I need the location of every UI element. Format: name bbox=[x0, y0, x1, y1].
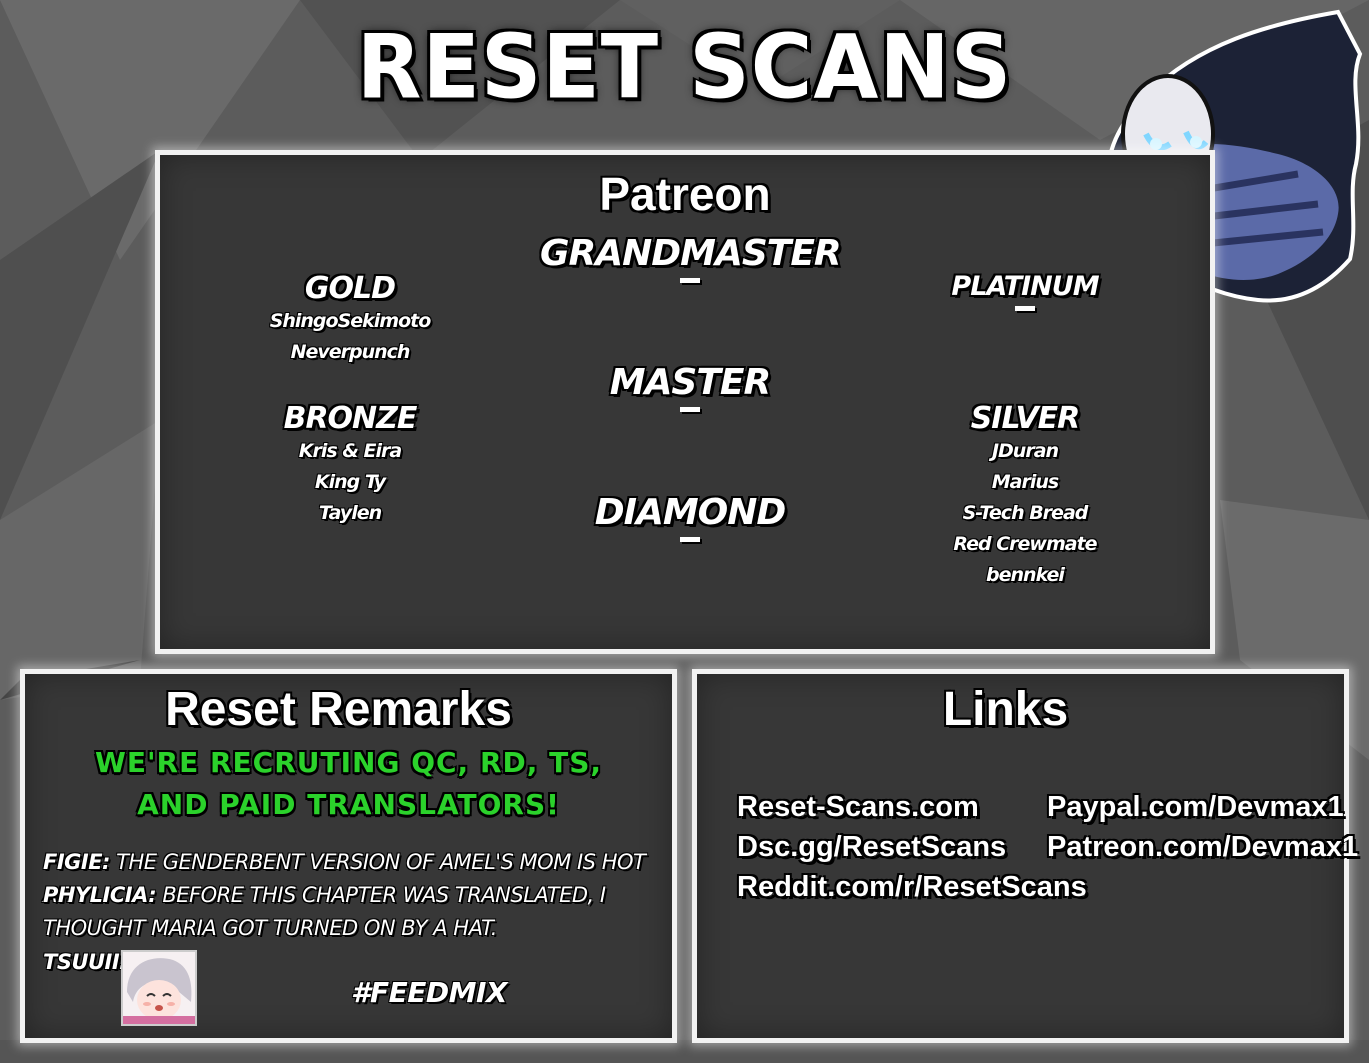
link-patreon[interactable]: Patreon.com/Devmax1 bbox=[1047, 831, 1359, 863]
tier-name: PLATINUM bbox=[951, 271, 1099, 302]
tier-silver: SILVER JDuran Marius S-Tech Bread Red Cr… bbox=[920, 401, 1130, 591]
link-reset-scans-site[interactable]: Reset-Scans.com bbox=[737, 791, 979, 823]
remarks-title: Reset Remarks bbox=[165, 683, 512, 736]
link-paypal[interactable]: Paypal.com/Devmax1 bbox=[1047, 791, 1344, 823]
tier-name: DIAMOND bbox=[594, 492, 787, 533]
empty-tier-dash bbox=[680, 278, 700, 283]
remark-tsuuii: TSUUII: bbox=[43, 946, 143, 979]
tier-name: SILVER bbox=[970, 401, 1081, 436]
links-panel: Links Reset-Scans.com Dsc.gg/ResetScans … bbox=[692, 669, 1358, 1043]
remarks-panel: Reset Remarks WE'RE RECRUTING QC, RD, TS… bbox=[20, 669, 677, 1043]
tier-diamond: DIAMOND bbox=[540, 492, 840, 542]
tier-name: GOLD bbox=[304, 271, 396, 306]
links-title: Links bbox=[942, 683, 1069, 736]
patron-name: S-Tech Bread bbox=[962, 502, 1089, 524]
hashtag: #FEEDMIX bbox=[351, 976, 507, 1009]
patron-name: ShingoSekimoto bbox=[269, 310, 432, 332]
recruit-line-2: AND PAID TRANSLATORS! bbox=[137, 788, 560, 821]
empty-tier-dash bbox=[680, 407, 700, 412]
patron-name: JDuran bbox=[991, 440, 1059, 462]
tier-platinum: PLATINUM bbox=[920, 271, 1130, 311]
remark-figie: FIGIE: THE GENDERBENT VERSION OF AMEL'S … bbox=[43, 846, 663, 912]
patron-name: Marius bbox=[991, 471, 1059, 493]
patron-name: Kris & Eira bbox=[298, 440, 402, 462]
recruit-line-1: WE'RE RECRUTING QC, RD, TS, bbox=[94, 746, 603, 779]
brand-title: RESET SCANS bbox=[356, 15, 1013, 119]
patron-name: bennkei bbox=[986, 564, 1065, 586]
patreon-title: Patreon bbox=[599, 168, 771, 220]
link-reddit[interactable]: Reddit.com/r/ResetScans bbox=[737, 871, 1087, 903]
patron-name: King Ty bbox=[314, 471, 386, 493]
patron-name: Neverpunch bbox=[290, 341, 411, 363]
crying-girl-avatar bbox=[121, 950, 197, 1026]
remark-text: THE GENDERBENT VERSION OF AMEL'S MOM IS … bbox=[43, 850, 646, 907]
empty-tier-dash bbox=[680, 537, 700, 542]
link-discord[interactable]: Dsc.gg/ResetScans bbox=[737, 831, 1007, 863]
remark-text: BEFORE THIS CHAPTER WAS TRANSLATED, I TH… bbox=[43, 883, 606, 940]
patron-name: Red Crewmate bbox=[953, 533, 1097, 555]
patreon-panel: Patreon GRANDMASTER MASTER DIAMOND GOLD … bbox=[155, 150, 1215, 654]
remark-phylicia: PHYLICIA: BEFORE THIS CHAPTER WAS TRANSL… bbox=[43, 879, 663, 945]
remark-speaker: PHYLICIA: bbox=[43, 883, 157, 907]
empty-tier-dash bbox=[1015, 306, 1035, 311]
patron-name: Taylen bbox=[318, 502, 382, 524]
tier-name: BRONZE bbox=[283, 401, 418, 436]
tier-bronze: BRONZE Kris & Eira King Ty Taylen bbox=[250, 401, 450, 529]
remark-speaker: TSUUII: bbox=[43, 950, 128, 974]
remark-speaker: FIGIE: bbox=[43, 850, 110, 874]
tier-name: MASTER bbox=[609, 362, 771, 403]
tier-name: GRANDMASTER bbox=[540, 233, 842, 274]
tier-gold: GOLD ShingoSekimoto Neverpunch bbox=[250, 271, 450, 368]
tier-grandmaster: GRANDMASTER bbox=[540, 233, 842, 283]
tier-master: MASTER bbox=[540, 362, 840, 412]
